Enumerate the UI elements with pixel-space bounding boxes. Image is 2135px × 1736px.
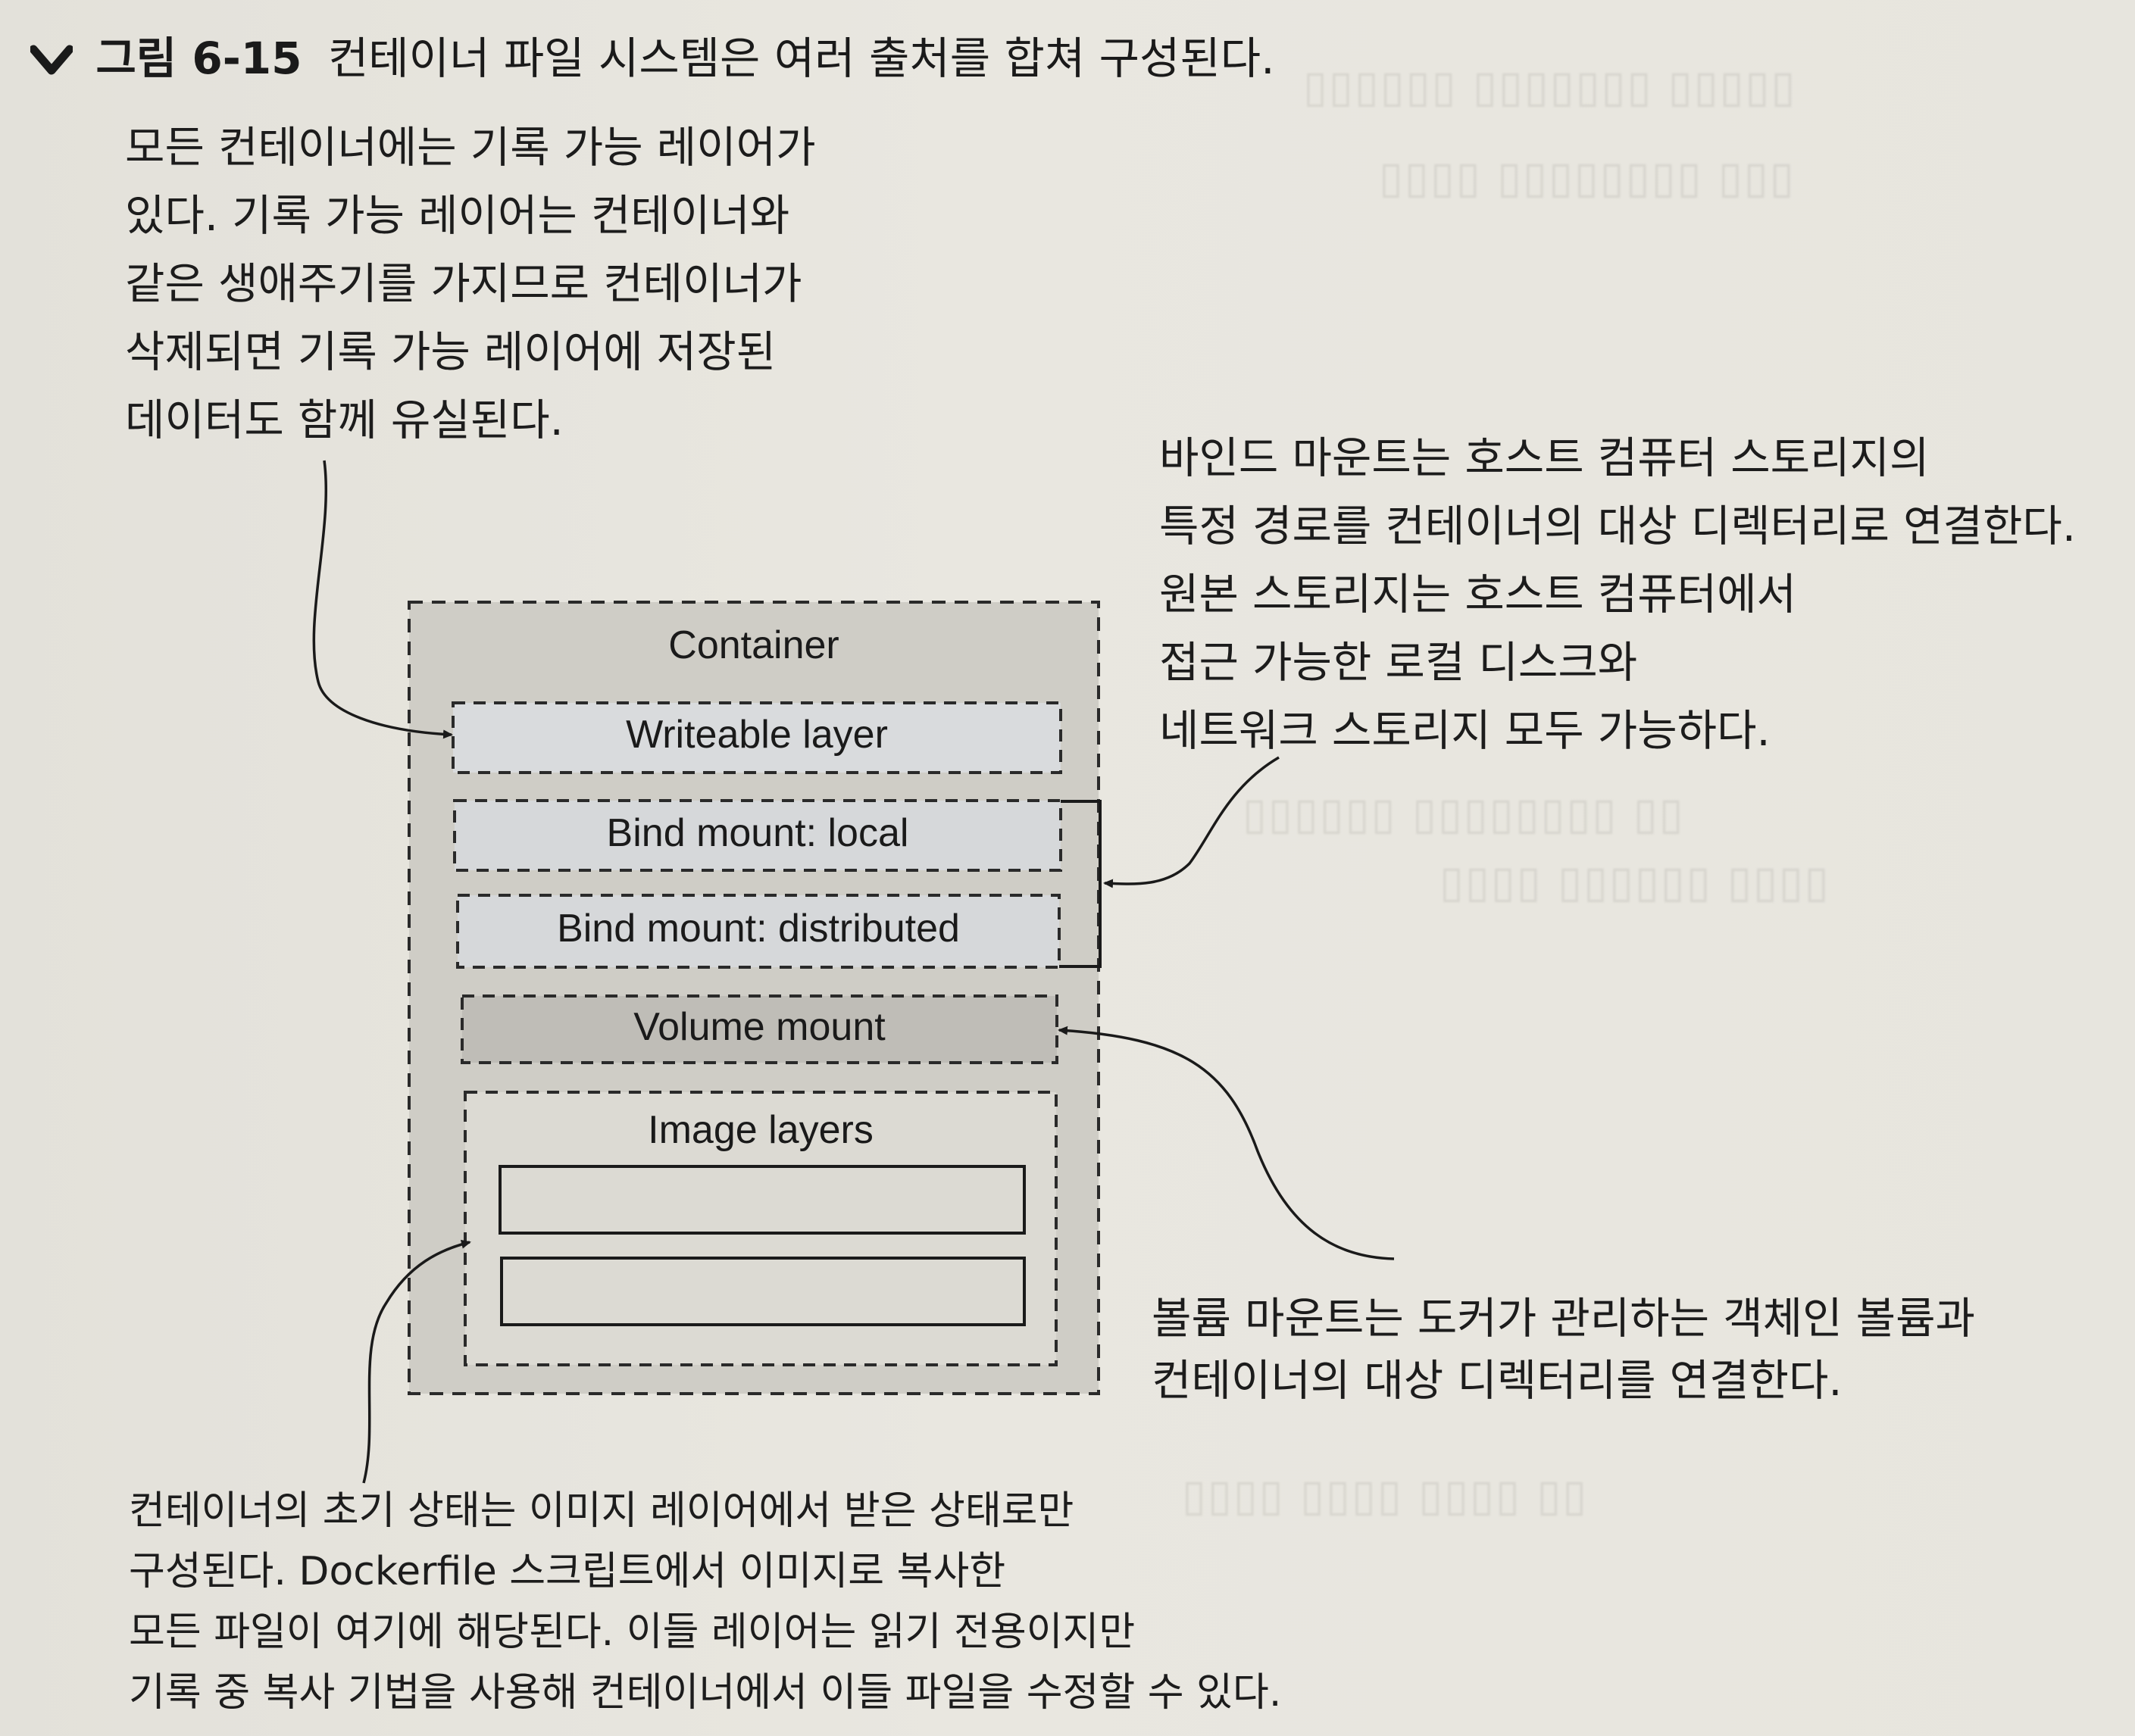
callout-line: 삭제되면 기록 가능 레이어에 저장된 [125, 327, 777, 377]
callout-line: 접근 가능한 로컬 디스크와 [1159, 638, 1638, 688]
bleed-through-text: ▯▯▯▯ ▯▯▯▯▯▯▯▯ ▯▯▯ [1379, 151, 1796, 203]
image-layers-label: Image layers [648, 1108, 874, 1152]
bleed-through-text: ▯▯▯▯ ▯▯▯▯ ▯▯▯▯ ▯▯ [1182, 1469, 1589, 1521]
bleed-through-text: ▯▯▯▯▯▯ ▯▯▯▯▯▯▯▯ ▯▯ [1243, 788, 1685, 839]
bleed-through-text: ▯▯▯▯ ▯▯▯▯▯▯ ▯▯▯▯ [1439, 856, 1830, 907]
callout-bind-mount: 바인드 마운트는 호스트 컴퓨터 스토리지의 특정 경로를 컨테이너의 대상 디… [1159, 424, 2076, 765]
bind-mount-local-label: Bind mount: local [606, 811, 909, 855]
bleed-through-text: ▯▯▯▯▯▯ ▯▯▯▯▯▯▯ ▯▯▯▯▯ [1303, 61, 1797, 112]
figure-caption: 컨테이너 파일 시스템은 여러 출처를 합쳐 구성된다. [327, 33, 1275, 84]
figure-number: 그림 6-15 [95, 33, 302, 84]
arrow-image [362, 1239, 471, 1484]
callout-line: 컨테이너의 초기 상태는 이미지 레이어에서 받은 상태로만 [129, 1488, 1074, 1534]
callout-line: 네트워크 스토리지 모두 가능하다. [1159, 706, 1771, 756]
callout-line: 같은 생애주기를 가지므로 컨테이너가 [125, 259, 802, 309]
bind-mount-distributed-box [456, 894, 1061, 969]
figure-title: 그림 6-15 컨테이너 파일 시스템은 여러 출처를 합쳐 구성된다. [30, 23, 1275, 86]
image-layer [499, 1165, 1026, 1235]
callout-line: 바인드 마운트는 호스트 컴퓨터 스토리지의 [1159, 433, 1930, 483]
arrow-volume [1058, 1026, 1395, 1260]
callout-volume-mount: 볼륨 마운트는 도커가 관리하는 객체인 볼륨과 컨테이너의 대상 디렉터리를 … [1152, 1288, 1975, 1412]
bind-mount-local-box [453, 799, 1062, 872]
arrow-bind [1103, 756, 1280, 888]
callout-line: 모든 컨테이너에는 기록 가능 레이어가 [125, 123, 816, 173]
volume-mount-label: Volume mount [633, 1005, 886, 1049]
callout-line: 구성된다. Dockerfile 스크립트에서 이미지로 복사한 [129, 1549, 1006, 1594]
chevron-down-icon [30, 45, 82, 78]
callout-line: 있다. 기록 가능 레이어는 컨테이너와 [125, 191, 790, 241]
callout-line: 특정 경로를 컨테이너의 대상 디렉터리로 연결한다. [1159, 501, 2076, 551]
image-layer [500, 1257, 1026, 1326]
writeable-layer-label: Writeable layer [626, 713, 888, 757]
callout-writeable-layer: 모든 컨테이너에는 기록 가능 레이어가 있다. 기록 가능 레이어는 컨테이너… [125, 114, 816, 454]
container-label: Container [668, 623, 839, 667]
callout-line: 데이터도 함께 유실된다. [125, 395, 564, 445]
callout-line: 컨테이너의 대상 디렉터리를 연결한다. [1152, 1356, 1843, 1406]
arrow-writeable [312, 460, 453, 739]
bind-mount-bracket [1059, 800, 1102, 968]
volume-mount-box [461, 994, 1058, 1064]
callout-image-layers: 컨테이너의 초기 상태는 이미지 레이어에서 받은 상태로만 구성된다. Doc… [129, 1481, 1281, 1723]
bind-mount-distributed-label: Bind mount: distributed [557, 907, 960, 951]
callout-line: 볼륨 마운트는 도커가 관리하는 객체인 볼륨과 [1152, 1294, 1975, 1344]
callout-line: 원본 스토리지는 호스트 컴퓨터에서 [1159, 570, 1796, 620]
callout-line: 모든 파일이 여기에 해당된다. 이들 레이어는 읽기 전용이지만 [129, 1610, 1136, 1655]
writeable-layer-box [452, 701, 1062, 774]
callout-line: 기록 중 복사 기법을 사용해 컨테이너에서 이들 파일을 수정할 수 있다. [129, 1670, 1282, 1716]
